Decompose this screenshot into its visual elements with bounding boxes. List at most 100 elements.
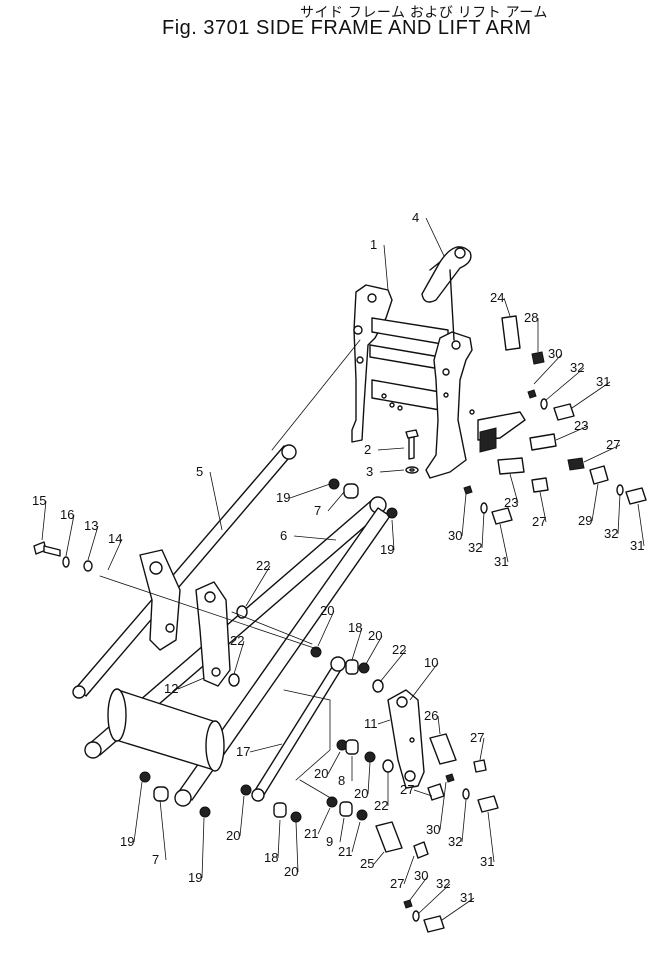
callout-leader-27 <box>583 444 621 463</box>
callout-leader-20 <box>327 751 341 775</box>
callout-31: 31 <box>460 890 474 905</box>
callout-leader-30 <box>409 875 429 901</box>
callout-13: 13 <box>84 518 98 533</box>
callout-2: 2 <box>364 442 371 457</box>
callout-26: 26 <box>424 708 438 723</box>
callout-leader-16 <box>65 514 75 557</box>
callout-32: 32 <box>468 540 482 555</box>
callout-leader-4 <box>425 217 445 257</box>
callout-leader-21 <box>351 821 361 853</box>
callout-32: 32 <box>448 834 462 849</box>
callout-leader-20 <box>317 610 335 647</box>
callout-11: 11 <box>364 716 378 731</box>
callout-leader-25 <box>373 851 385 865</box>
callout-leader-20 <box>365 635 383 665</box>
lifting-eye-part-4 <box>421 246 472 341</box>
callout-leader-19 <box>133 781 143 843</box>
callout-5: 5 <box>196 464 203 479</box>
callout-leader-14 <box>107 538 123 571</box>
pins <box>375 315 557 853</box>
callout-32: 32 <box>436 876 450 891</box>
callout-27: 27 <box>470 730 484 745</box>
callout-1: 1 <box>370 237 377 252</box>
callout-leader-31 <box>637 503 645 547</box>
fasteners-right <box>403 351 647 933</box>
callout-leader-30 <box>439 781 447 831</box>
callout-22: 22 <box>392 642 406 657</box>
callout-leader-27 <box>479 737 485 761</box>
callout-32: 32 <box>604 526 618 541</box>
callout-20: 20 <box>354 786 368 801</box>
callout-leader-17 <box>249 743 283 753</box>
callout-20: 20 <box>226 828 240 843</box>
callout-20: 20 <box>314 766 328 781</box>
callout-leader-22 <box>233 640 245 675</box>
callout-24: 24 <box>490 290 504 305</box>
callout-leader-1 <box>383 244 389 291</box>
callout-31: 31 <box>596 374 610 389</box>
callout-31: 31 <box>494 554 508 569</box>
bell-crank-part-10 <box>387 689 425 789</box>
figure-title: Fig. 3701 SIDE FRAME AND LIFT ARM <box>162 17 532 39</box>
callout-leader-19 <box>201 817 205 879</box>
callout-leader-29 <box>591 483 599 522</box>
callout-leader-32 <box>481 511 485 549</box>
callout-32: 32 <box>570 360 584 375</box>
washer-part-16 <box>62 556 70 568</box>
callout-7: 7 <box>314 503 321 518</box>
callout-leader-31 <box>487 811 495 863</box>
callout-21: 21 <box>338 844 352 859</box>
side-frame <box>351 284 526 479</box>
callout-leader-30 <box>461 493 467 537</box>
callout-leader-31 <box>441 897 475 921</box>
washer-part-3 <box>405 466 419 474</box>
callout-14: 14 <box>108 531 122 546</box>
callout-leader-7 <box>327 491 345 512</box>
bolt-part-15 <box>33 541 61 557</box>
assembly-lines <box>99 339 361 801</box>
callout-19: 19 <box>380 542 394 557</box>
callout-22: 22 <box>374 798 388 813</box>
callout-leader-10 <box>409 662 439 701</box>
callout-19: 19 <box>120 834 134 849</box>
callout-leader-12 <box>177 677 205 690</box>
callout-30: 30 <box>548 346 562 361</box>
callout-leader-18 <box>351 627 363 661</box>
callout-leader-32 <box>417 883 451 915</box>
callout-leader-32 <box>617 493 621 535</box>
callout-25: 25 <box>360 856 374 871</box>
callout-9: 9 <box>326 834 333 849</box>
bushings-and-seals <box>139 478 398 823</box>
callout-leader-32 <box>545 367 585 401</box>
callout-leader-31 <box>499 523 509 563</box>
callout-leader-27 <box>539 491 547 523</box>
callout-leader-22 <box>245 565 271 607</box>
callout-labels: 1234567789101112131415161718181919191920… <box>32 210 645 921</box>
link-plate-part-14 <box>139 549 181 651</box>
callout-leader-21 <box>317 807 331 835</box>
callout-31: 31 <box>630 538 644 553</box>
callout-leader-19 <box>289 483 331 499</box>
callout-30: 30 <box>414 868 428 883</box>
callout-leader-3 <box>379 469 405 473</box>
callout-8: 8 <box>338 773 345 788</box>
callout-leader-11 <box>377 719 391 725</box>
callout-27: 27 <box>400 782 414 797</box>
callout-27: 27 <box>390 876 404 891</box>
callout-28: 28 <box>524 310 538 325</box>
callout-leader-20 <box>367 761 371 795</box>
callout-10: 10 <box>424 655 438 670</box>
callout-leader-15 <box>41 500 47 541</box>
callout-31: 31 <box>480 854 494 869</box>
plate-part-12 <box>195 581 231 687</box>
callout-leader-24 <box>503 297 511 317</box>
callout-leader-9 <box>339 817 345 843</box>
callout-30: 30 <box>426 822 440 837</box>
callout-leader-27 <box>413 789 433 797</box>
callout-27: 27 <box>532 514 546 529</box>
callout-21: 21 <box>304 826 318 841</box>
callout-30: 30 <box>448 528 462 543</box>
callout-leader-5 <box>209 471 223 531</box>
callout-leader-18 <box>277 819 281 859</box>
